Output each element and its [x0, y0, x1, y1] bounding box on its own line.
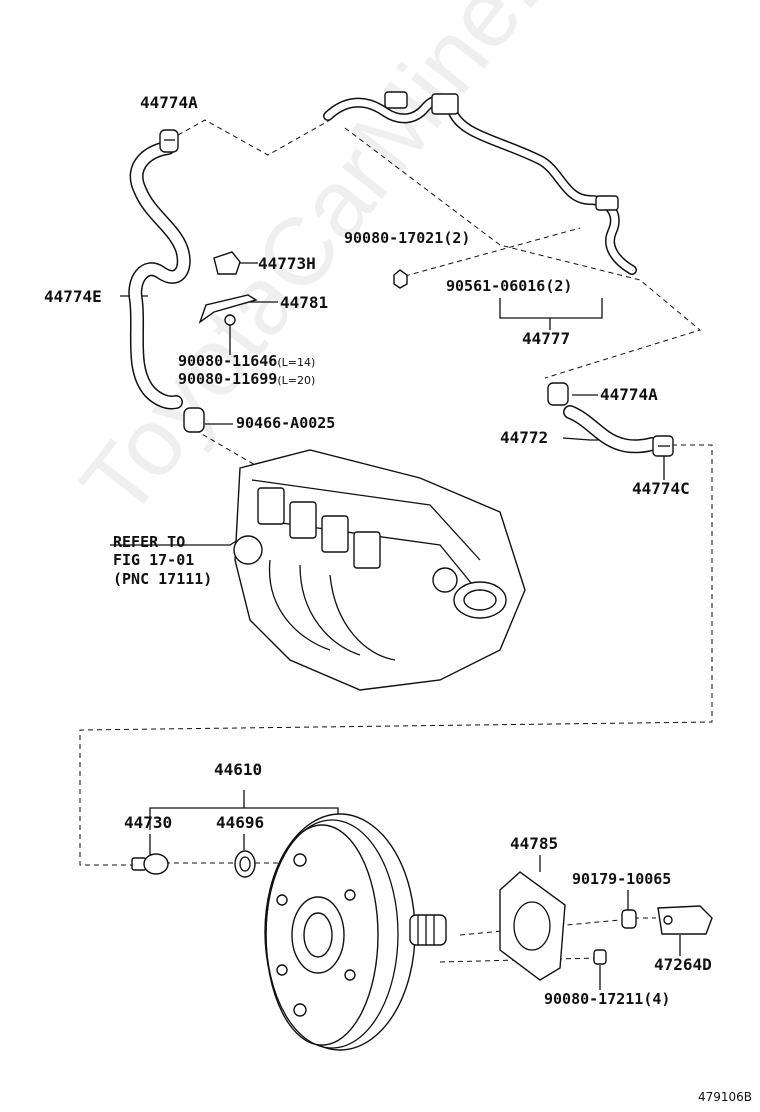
- clamp-44774C: [652, 435, 674, 457]
- label-47264D: 47264D: [654, 955, 712, 974]
- nut-90080-17021: [393, 269, 408, 289]
- nut-90179-10065: [621, 909, 637, 929]
- vacuum-hose-44774E: [128, 141, 191, 410]
- hose-clamp-44773H: [213, 251, 241, 275]
- label-44785: 44785: [510, 834, 559, 853]
- vacuum-tube-44777: [323, 91, 637, 275]
- clamp-44774A-mid: [547, 382, 569, 406]
- hose-clamp-44774A-top: [159, 129, 179, 153]
- label-44774A-top: 44774A: [140, 93, 198, 112]
- clevis-47264D: [657, 905, 713, 935]
- gasket-44785: [499, 871, 566, 981]
- diagram-number: 479106B: [697, 1090, 752, 1104]
- intake-manifold: [233, 449, 526, 691]
- refer-note-line2: FIG 17-01: [113, 551, 195, 569]
- label-44774C: 44774C: [632, 479, 690, 498]
- refer-note-line3: (PNC 17111): [113, 570, 213, 588]
- label-90080-17211: 90080-17211(4): [544, 990, 671, 1008]
- label-44774A-mid: 44774A: [600, 385, 658, 404]
- label-90080-11646: 90080-11646(L=14): [178, 352, 316, 370]
- brake-booster-44610: [264, 813, 447, 1051]
- label-44610: 44610: [214, 760, 263, 779]
- grommet-44696: [234, 850, 256, 878]
- nut-90080-17211: [593, 949, 607, 965]
- refer-note-line1: REFER TO: [113, 533, 186, 551]
- leader-lines: [79, 119, 713, 990]
- label-90561-06016: 90561-06016(2): [446, 277, 573, 295]
- check-valve-44730: [131, 853, 169, 875]
- label-44696: 44696: [216, 813, 265, 832]
- label-90080-17021: 90080-17021(2): [344, 229, 471, 247]
- label-44774E: 44774E: [44, 287, 102, 306]
- label-90466-A0025: 90466-A0025: [236, 414, 336, 432]
- label-44730: 44730: [124, 813, 173, 832]
- label-44781: 44781: [280, 293, 329, 312]
- label-90080-11699: 90080-11699(L=20): [178, 370, 316, 388]
- vacuum-hose-44772: [563, 405, 659, 454]
- label-44777: 44777: [522, 329, 571, 348]
- bracket-44781: [198, 294, 258, 326]
- label-44773H: 44773H: [258, 254, 316, 273]
- clamp-90466-A0025: [183, 407, 205, 433]
- label-44772: 44772: [500, 428, 549, 447]
- label-90179-10065: 90179-10065: [572, 870, 672, 888]
